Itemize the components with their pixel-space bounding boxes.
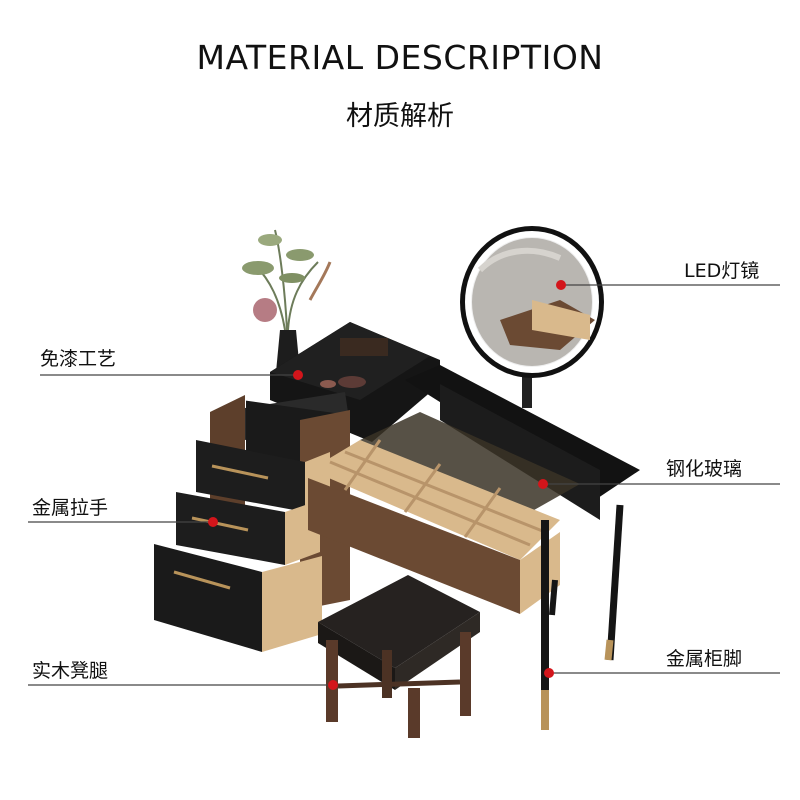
- marker-metal-cabinet-legs: [544, 668, 554, 678]
- marker-led-mirror: [556, 280, 566, 290]
- label-led-mirror: LED灯镜: [684, 260, 760, 282]
- page-title: MATERIAL DESCRIPTION: [196, 38, 604, 77]
- label-metal-cabinet-legs: 金属柜脚: [666, 648, 743, 670]
- marker-solid-wood-legs: [328, 680, 338, 690]
- page-subtitle: 材质解析: [346, 101, 454, 132]
- plant-decoration: [242, 229, 332, 372]
- label-tempered-glass: 钢化玻璃: [666, 458, 743, 480]
- callout-lines: [28, 284, 780, 686]
- callout-markers: [208, 280, 566, 690]
- marker-tempered-glass: [538, 479, 548, 489]
- label-metal-handle: 金属拉手: [32, 497, 109, 519]
- vanity-desk: [308, 365, 640, 730]
- marker-metal-handle: [208, 517, 218, 527]
- label-paint-free: 免漆工艺: [40, 348, 117, 370]
- stool: [318, 575, 480, 738]
- led-mirror: [460, 226, 604, 408]
- marker-paint-free: [293, 370, 303, 380]
- label-solid-wood-legs: 实木凳腿: [32, 660, 109, 682]
